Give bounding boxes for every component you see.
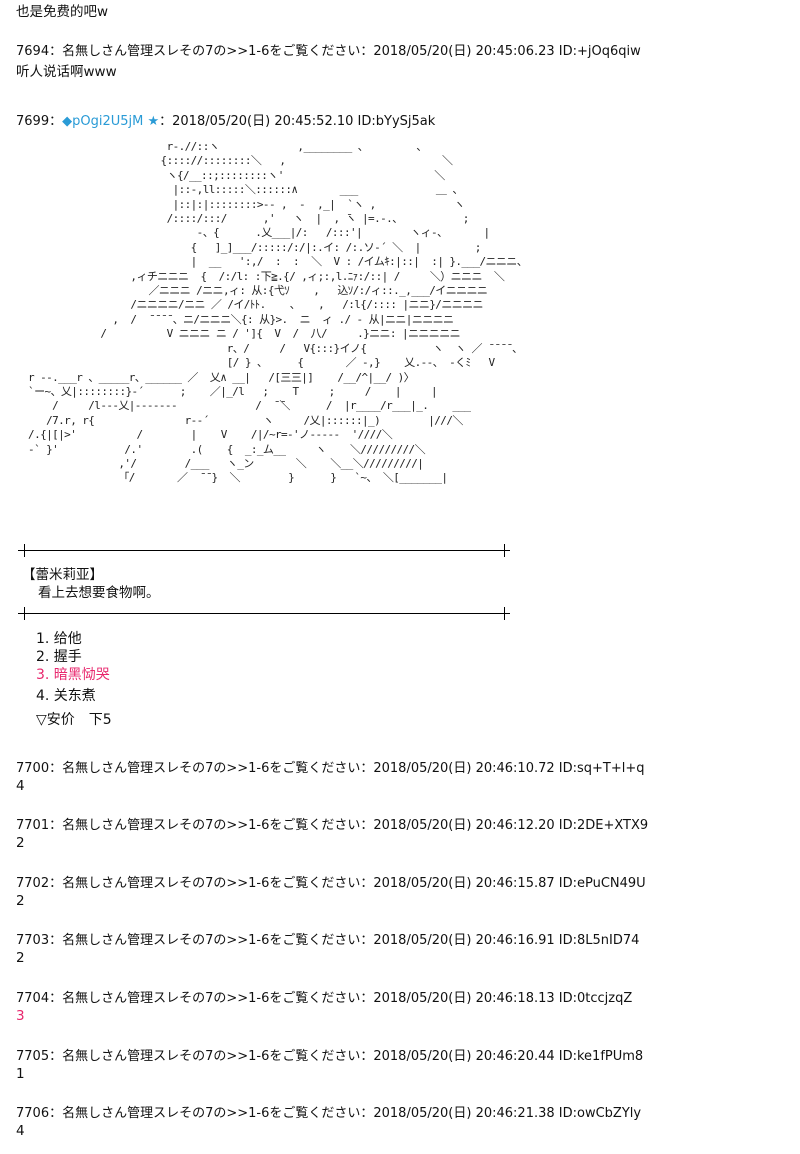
post-body-7706: 4 [16, 1123, 25, 1139]
post-header-7700: 7700：名無しさん管理スレその7の>>1-6をご覧ください：2018/05/2… [16, 761, 645, 776]
post-body-7705: 1 [16, 1066, 25, 1082]
post-body-7694: 听人说话啊www [16, 64, 117, 80]
post-body-7704: 3 [16, 1008, 25, 1024]
post-header-7705: 7705：名無しさん管理スレその7の>>1-6をご覧ください：2018/05/2… [16, 1049, 644, 1064]
tripcode: ◆pOgi2U5jM ★ [62, 114, 160, 129]
post-header-7702: 7702：名無しさん管理スレその7の>>1-6をご覧ください：2018/05/2… [16, 876, 646, 891]
speaker-name: 【蕾米莉亚】 [22, 567, 103, 583]
post-header-7704: 7704：名無しさん管理スレその7の>>1-6をご覧ください：2018/05/2… [16, 991, 633, 1006]
post-header-7699: 7699：◆pOgi2U5jM ★：2018/05/20(日) 20:45:52… [16, 114, 435, 130]
post-body-top: 也是免费的吧w [16, 4, 109, 20]
divider-bottom-cap-right [504, 607, 505, 620]
choice-1: 1. 给他 [36, 631, 82, 647]
divider-top [18, 550, 510, 551]
post-datetime: ：2018/05/20(日) 20:45:52.10 ID:bYySj5ak [159, 114, 436, 129]
speaker-line: 看上去想要食物啊。 [38, 585, 160, 601]
post-body-7703: 2 [16, 950, 25, 966]
post-body-7702: 2 [16, 893, 25, 909]
post-number: 7699： [16, 114, 63, 129]
divider-top-cap-left [24, 544, 25, 557]
choice-2: 2. 握手 [36, 649, 82, 665]
vote-note: ▽安价 下5 [36, 712, 112, 728]
divider-bottom-cap-left [24, 607, 25, 620]
post-header-7706: 7706：名無しさん管理スレその7の>>1-6をご覧ください：2018/05/2… [16, 1106, 642, 1121]
post-body-7700: 4 [16, 778, 25, 794]
divider-top-cap-right [504, 544, 505, 557]
ascii-art: r-.//::ヽ ,________ 、 、 {:::://::::::::＼ … [28, 140, 528, 485]
post-header-7694: 7694：名無しさん管理スレその7の>>1-6をご覧ください：2018/05/2… [16, 44, 641, 59]
post-header-7703: 7703：名無しさん管理スレその7の>>1-6をご覧ください：2018/05/2… [16, 933, 640, 948]
post-header-7701: 7701：名無しさん管理スレその7の>>1-6をご覧ください：2018/05/2… [16, 818, 649, 833]
choice-4: 4. 关东煮 [36, 688, 96, 704]
choice-3: 3. 暗黑恸哭 [36, 667, 110, 683]
post-body-7701: 2 [16, 835, 25, 851]
divider-bottom [18, 613, 510, 614]
